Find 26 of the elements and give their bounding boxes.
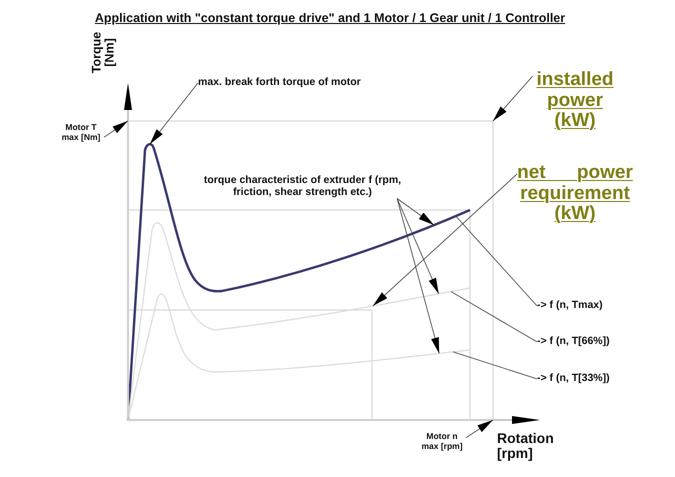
leader-line (396, 198, 440, 294)
leader-line (104, 120, 128, 138)
power-label: installed power (kW) (522, 70, 628, 132)
leader-line (450, 291, 538, 342)
y-axis-arrow (124, 83, 132, 421)
axis-title: Torque [Nm] (90, 30, 116, 76)
leader-line (492, 76, 533, 122)
leader-line (396, 198, 434, 226)
annotation-text: max. break forth torque of motor (198, 77, 413, 89)
annotation-text: torque characteristic of extruder f (rpm, friction, shear strength etc.) (195, 175, 410, 198)
power-label: net power requirement (kW) (517, 163, 633, 225)
axis-value-label: Motor T max [Nm] (58, 123, 104, 142)
curve-label: -> f (n, T[66%]) (537, 336, 647, 348)
title: Application with "constant torque drive" and 1 Motor / 1 Gear unit / 1 Controller (94, 11, 566, 25)
leader-line (149, 82, 198, 145)
curve-label: -> f (n, Tmax) (537, 300, 647, 312)
x-axis-arrow (127, 416, 540, 424)
leader-line (396, 198, 440, 354)
curve-label: -> f (n, T[33%]) (537, 373, 647, 385)
axis-value-label: Motor n max [rpm] (418, 432, 466, 452)
leader-line (466, 420, 494, 438)
leader-line (452, 352, 538, 380)
axis-title: Rotation [rpm] (497, 431, 555, 460)
torque-curve (127, 294, 470, 420)
leader-line (372, 174, 518, 306)
leader-line (455, 216, 538, 306)
